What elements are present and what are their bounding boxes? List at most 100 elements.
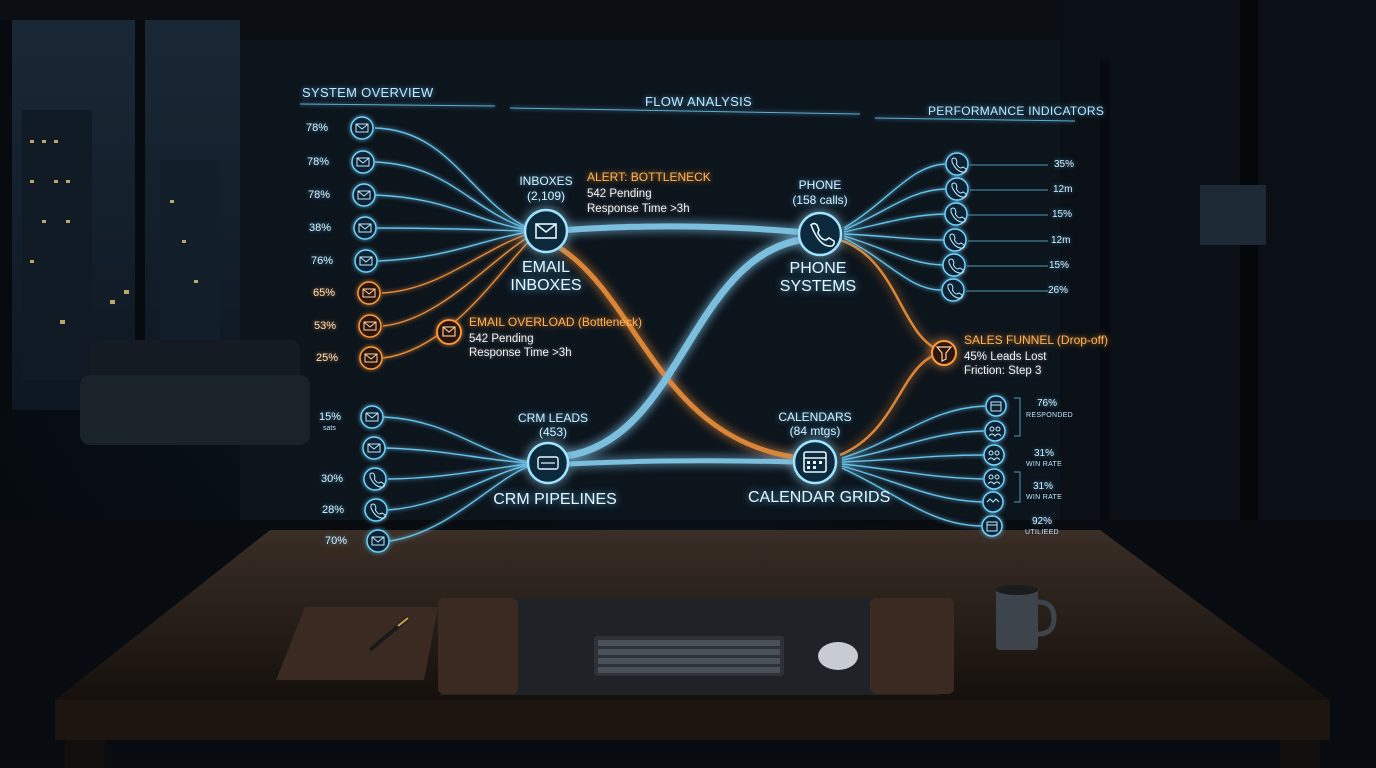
envelope-icon[interactable]: [350, 116, 374, 140]
calendar-icon[interactable]: [981, 515, 1003, 537]
alert-sales-funnel-line1: 45% Leads Lost: [964, 351, 1047, 363]
phone-icon[interactable]: [945, 152, 969, 176]
flow-line: [843, 163, 946, 229]
crm-count-value: (453): [538, 425, 567, 439]
mouse: [818, 642, 858, 670]
phone-name-line2: SYSTEMS: [779, 278, 857, 295]
people-icon[interactable]: [984, 420, 1006, 442]
flow-phone-to-funnel: [839, 238, 945, 354]
flow-line: [843, 213, 946, 233]
flow-calendar-to-funnel: [839, 350, 945, 457]
calendar-metric-value: 31%: [1033, 481, 1054, 492]
crm-input-icons: [360, 405, 390, 553]
envelope-icon[interactable]: [357, 281, 381, 305]
crm-input-percent: 28%: [322, 504, 345, 516]
city-window: [0, 20, 240, 420]
phone-metric-value: 15%: [1049, 260, 1070, 271]
email-input-percent: 38%: [309, 222, 332, 234]
calendar-icon[interactable]: [985, 395, 1007, 417]
flow-line: [374, 194, 529, 231]
alert-email-overload-line1: 542 Pending: [469, 333, 534, 345]
email-input-percent: 78%: [307, 156, 330, 168]
flow-line: [841, 454, 985, 463]
flow-line: [387, 463, 531, 480]
crm-name: CRM PIPELINES: [493, 491, 617, 508]
flow-crm-to-calendar: [567, 458, 797, 467]
calendar-metric-label: WIN RATE: [1026, 461, 1063, 468]
email-input-percent: 78%: [306, 122, 329, 134]
phone-icon[interactable]: [944, 202, 968, 226]
alert-sales-funnel-line2: Friction: Step 3: [964, 365, 1042, 377]
calendar-metric-value: 76%: [1037, 398, 1058, 409]
header-rule-right: [874, 117, 1076, 122]
flow-line: [843, 233, 945, 241]
flow-line: [381, 233, 529, 294]
phone-icon[interactable]: [945, 177, 969, 201]
envelope-icon[interactable]: [360, 405, 384, 429]
crm-input-percent: 70%: [325, 535, 348, 547]
email-input-percent: 25%: [316, 352, 339, 364]
email-name-line2: INBOXES: [510, 277, 582, 294]
email-name-line1: EMAIL: [521, 259, 570, 276]
flow-line: [843, 188, 946, 231]
calendar-metric-label: WIN RATE: [1026, 494, 1063, 501]
envelope-icon[interactable]: [351, 150, 375, 174]
flow-line: [387, 464, 531, 511]
email-input-icons: [350, 116, 383, 370]
flow-crm-to-phone: [565, 236, 801, 460]
sofa: [80, 340, 310, 445]
envelope-icon[interactable]: [352, 183, 376, 207]
wrist-rest-right: [870, 598, 954, 694]
envelope-icon[interactable]: [359, 346, 383, 370]
phone-icon[interactable]: [364, 498, 388, 522]
envelope-icon[interactable]: [353, 216, 377, 240]
email-input-percent: 65%: [313, 287, 336, 299]
calendar-count-value: (84 mtgs): [789, 424, 841, 438]
header-flow-analysis: FLOW ANALYSIS: [645, 94, 752, 109]
envelope-icon[interactable]: [354, 249, 378, 273]
flow-line: [841, 405, 986, 459]
handshake-icon[interactable]: [982, 491, 1004, 513]
phone-icon[interactable]: [942, 253, 966, 277]
people-icon[interactable]: [983, 468, 1005, 490]
alert-email-overload-title: EMAIL OVERLOAD (Bottleneck): [469, 315, 642, 329]
calendar-name: CALENDAR GRIDS: [748, 489, 891, 506]
phone-count-value: (158 calls): [792, 193, 848, 207]
people-icon[interactable]: [983, 444, 1005, 466]
alert-email-overload-line2: Response Time >3h: [469, 347, 572, 359]
flow-line: [843, 235, 944, 266]
funnel-icon[interactable]: [931, 340, 957, 366]
phone-icon[interactable]: [941, 278, 965, 302]
calendar-metric-value: 31%: [1034, 448, 1055, 459]
email-hub[interactable]: [523, 208, 569, 254]
calendar-metric-value: 92%: [1032, 516, 1053, 527]
envelope-icon[interactable]: [358, 314, 382, 338]
calendar-hub[interactable]: [792, 439, 838, 485]
flow-line: [841, 467, 982, 527]
phone-metric-value: 35%: [1054, 159, 1075, 170]
flow-line: [385, 447, 531, 464]
flow-line: [389, 465, 531, 542]
alert-sales-funnel-title: SALES FUNNEL (Drop-off): [964, 333, 1109, 347]
flow-line: [374, 127, 529, 229]
flow-line: [377, 231, 529, 262]
envelope-icon[interactable]: [366, 529, 390, 553]
keyboard: [594, 636, 784, 676]
phone-hub[interactable]: [797, 211, 843, 257]
phone-icon[interactable]: [363, 467, 387, 491]
calendar-metric-label: UTILIEED: [1025, 529, 1059, 536]
calendar-metric-label: RESPONDED: [1026, 412, 1074, 419]
flow-line: [841, 465, 983, 503]
calendar-metric-icons: [981, 395, 1007, 537]
phone-icon[interactable]: [943, 228, 967, 252]
header-performance-indicators: PERFORMANCE INDICATORS: [928, 104, 1105, 118]
email-overload-icon[interactable]: [436, 319, 462, 345]
crm-hub[interactable]: [526, 441, 570, 485]
email-count-value: (2,109): [526, 189, 566, 203]
notebook: [276, 607, 438, 680]
header-rule-center: [509, 107, 861, 115]
envelope-icon[interactable]: [362, 436, 386, 460]
header-system-overview: SYSTEM OVERVIEW: [302, 85, 434, 100]
flow-line: [382, 237, 533, 359]
